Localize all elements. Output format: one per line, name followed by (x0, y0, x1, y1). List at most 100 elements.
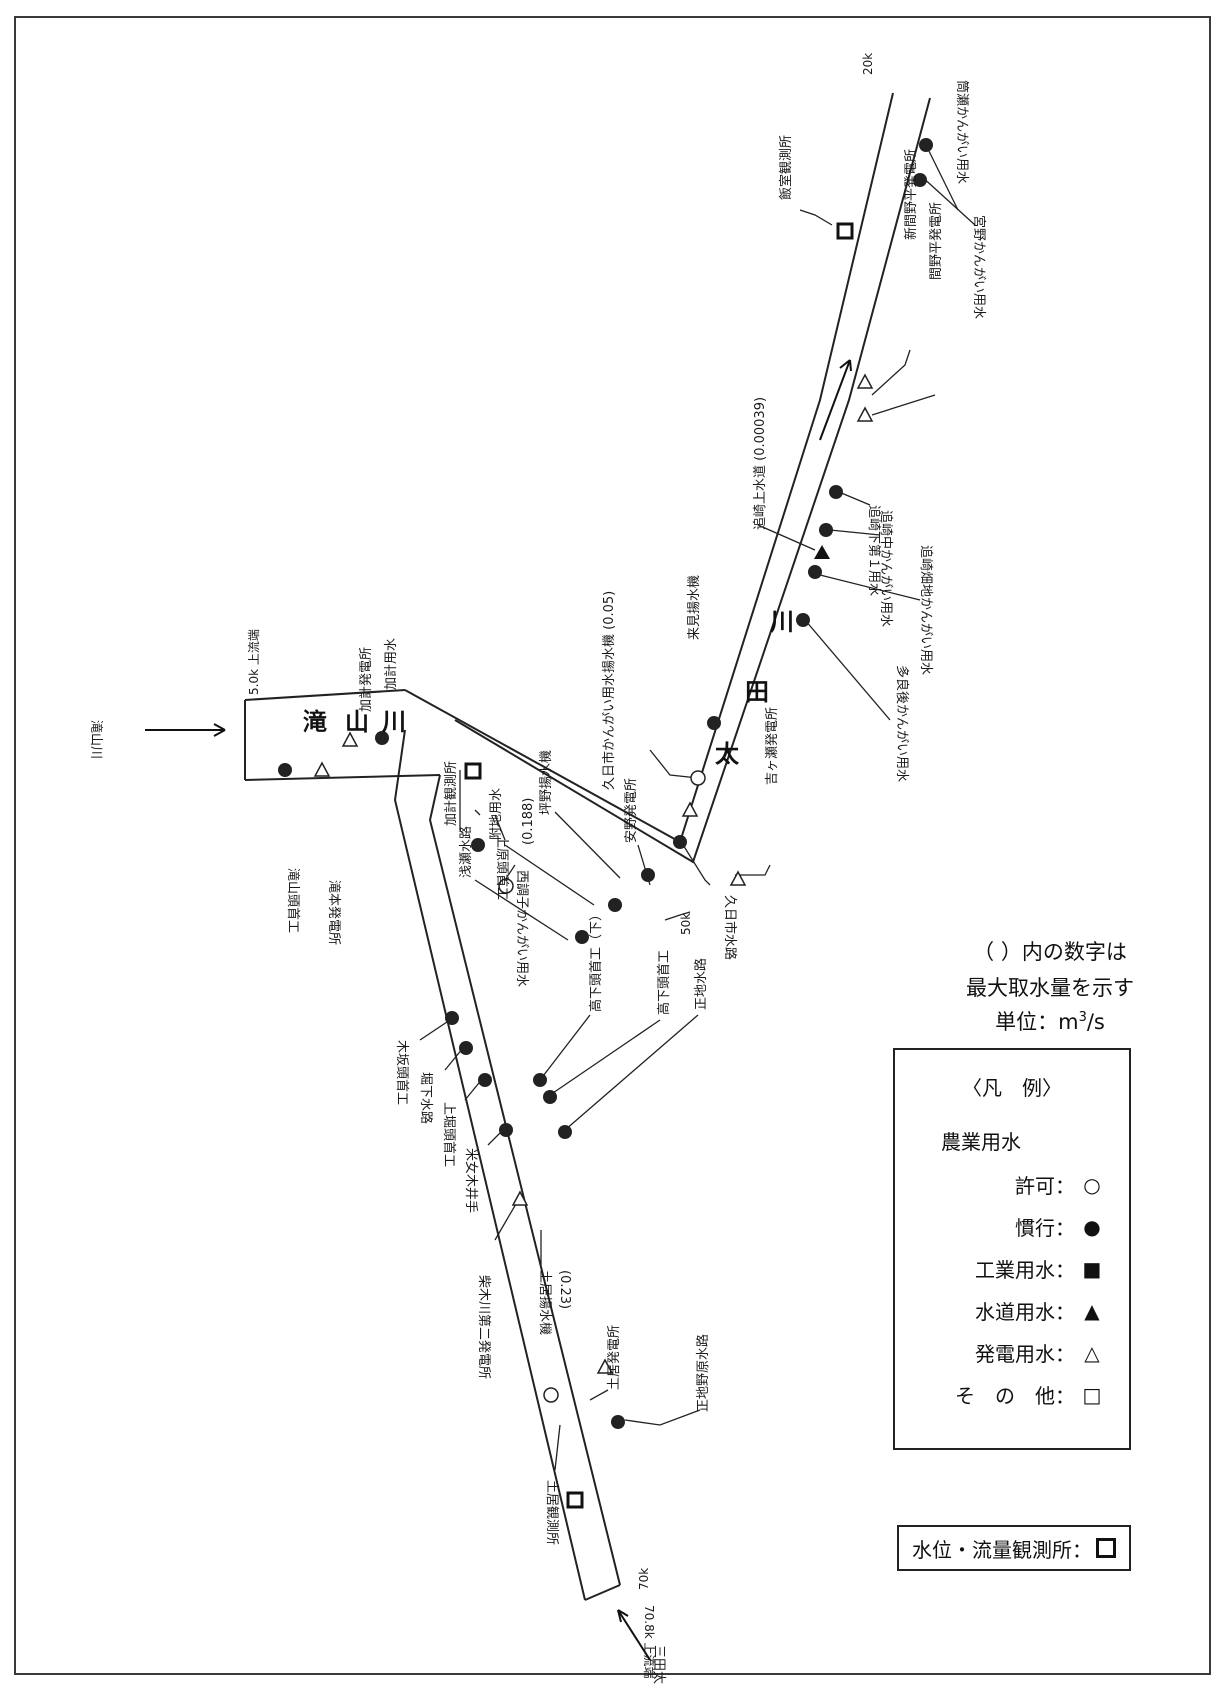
oizakishita-symbol (829, 485, 843, 499)
leader-oizakijosuido (757, 524, 816, 551)
facility-label-5: 間野平発電所 (929, 202, 944, 280)
km-mark-70k: 70k (637, 1568, 651, 1590)
flow-arrows (145, 359, 852, 1661)
legend-box: 〈凡 例〉 農業用水 許可：○ 慣行：● 工業用水：■ 水道用水：▲ 発電用水：… (893, 1048, 1131, 1450)
oizakinaka-symbol (819, 523, 833, 537)
tributary-inflow-label: 滝山川 (88, 720, 103, 759)
kake-station-symbol (464, 762, 482, 780)
filled-square-icon: ■ (1082, 1256, 1102, 1281)
tributary-char-1: 滝 (303, 708, 327, 736)
leader-takashita (549, 1019, 661, 1096)
facility-label-14: 久日市水路 (722, 895, 738, 960)
note-line-2: 最大取水量を示す (966, 976, 1134, 1000)
facility-label-15: 安野発電所 (624, 778, 639, 843)
facility-label-16: 坪野揚水機 (538, 750, 554, 815)
facility-label-31: 堀下水路 (418, 1072, 434, 1124)
facility-label-20: 加計発電所 (358, 647, 374, 712)
facility-label-23: 滝山頭首工 (285, 868, 300, 933)
tributary-bank-bottom (244, 774, 441, 781)
leader-nishichoshi (504, 864, 516, 881)
flow-direction-arrow-head (839, 359, 852, 372)
facility-label-6: 追崎上水道 (0.00039) (752, 397, 768, 530)
facility-label-4: 新間野平発電所 (903, 149, 919, 240)
facility-label-32: 上堀頭首工 (441, 1102, 456, 1167)
leader-50k (664, 911, 691, 921)
leader-kuhiichi (649, 749, 699, 779)
facility-label-13: 吉ヶ瀬発電所 (765, 707, 780, 785)
asase-symbol (575, 930, 589, 944)
station-square-icon (1096, 1538, 1116, 1558)
facility-label-22: 滝本発電所 (326, 880, 341, 945)
oizaki-josuido-symbol (814, 545, 830, 559)
shochinohara-symbol (611, 1415, 625, 1429)
takashita-shita-symbol (533, 1073, 547, 1087)
facility-label-37: 土居観測所 (544, 1480, 559, 1545)
yasuno-area-symbol (673, 835, 687, 849)
facility-label-11: 来見揚水機 (686, 575, 702, 640)
lower-bank-left (428, 774, 621, 1586)
filled-triangle-icon: ▲ (1084, 1298, 1100, 1323)
horishita-symbol (459, 1041, 473, 1055)
leader-doi-power (589, 1389, 609, 1401)
iimuro-station-symbol (836, 222, 854, 240)
shochi-symbol (558, 1125, 572, 1139)
facility-label-27: 高下頭首工（下） (588, 908, 604, 1012)
leader-shinmanohira (871, 349, 911, 396)
open-square-icon: □ (1082, 1382, 1102, 1407)
upper-inflow-arrow (617, 1609, 651, 1661)
unit-prefix: 単位：m (995, 1010, 1079, 1034)
lower-end (584, 1584, 621, 1601)
uebori-symbol (478, 1073, 492, 1087)
legend-customary-row: 慣行： ● (1015, 1212, 1103, 1241)
km-mark-70-8k: 70.8k 上流端 (642, 1605, 656, 1678)
doi-pump-symbol (543, 1387, 559, 1403)
menogi-symbol (499, 1123, 513, 1137)
shinmanohira-symbol (856, 373, 874, 389)
leader-uehara (494, 814, 506, 841)
leader-fuchi (504, 844, 595, 906)
legend-water-supply-row: 水道用水：▲ (975, 1296, 1103, 1325)
legend-customary-label: 慣行： (1015, 1216, 1075, 1240)
facility-label-25: 西調子かんがい用水 (514, 870, 529, 987)
main-river-char-3: 川 (770, 608, 794, 636)
flow-direction-arrow (819, 359, 851, 441)
facility-label-29: 正地水路 (693, 958, 709, 1010)
takashita-symbol (543, 1090, 557, 1104)
leader-asase (474, 879, 569, 941)
nishichoshi-symbol (498, 878, 514, 894)
leader-tsutsuse (925, 144, 959, 211)
legend-industrial-row: 工業用水：■ (975, 1254, 1103, 1283)
leader-oizakihata (819, 574, 921, 601)
leader-kichigase (735, 864, 771, 876)
doi-power-symbol (596, 1358, 614, 1374)
leader-shochinohara (624, 1409, 701, 1426)
facility-label-26: (0.188) (521, 798, 536, 845)
legend-permit-row: 許可：○ (1015, 1170, 1103, 1199)
facility-label-35: 土居揚水機 (537, 1270, 553, 1335)
shibaki-symbol (511, 1190, 529, 1206)
facility-labels: 飯室観測所筒瀬かんがい用水宮野かんがい用水新間野平発電所間野平発電所追崎上水道 … (88, 53, 987, 1684)
note-unit: 単位：m3/s (900, 1006, 1200, 1036)
filled-circle-icon: ● (1083, 1214, 1101, 1239)
main-river-bank-right (454, 97, 931, 864)
legend-title: 〈凡 例〉 (962, 1076, 1062, 1100)
legend-agri-label: 農業用水 (941, 1130, 1021, 1154)
leader-kisaka (419, 1019, 451, 1041)
facility-label-33: 米女木井手 (463, 1148, 479, 1213)
leader-kake-dummy (474, 809, 481, 816)
kurumi-symbol (707, 716, 721, 730)
facility-label-2: 筒瀬かんがい用水 (954, 80, 970, 184)
facility-label-8: 追崎中かんがい用水 (878, 510, 894, 627)
facility-label-9: 追崎畑地かんがい用水 (918, 545, 934, 675)
fuchi-symbol (608, 898, 622, 912)
facility-label-19: 加計観測所 (443, 761, 459, 826)
miyano-symbol (913, 173, 927, 187)
tributary-char-2: 山 (345, 708, 369, 736)
tsubono-symbol (641, 868, 655, 882)
facility-label-21: 加計用水 (383, 638, 399, 690)
facility-label-3: 宮野かんがい用水 (971, 215, 987, 319)
tributary-bank-top (244, 689, 406, 701)
leader-oizakinaka (829, 529, 881, 536)
main-river-char-1: 太 (715, 740, 740, 768)
